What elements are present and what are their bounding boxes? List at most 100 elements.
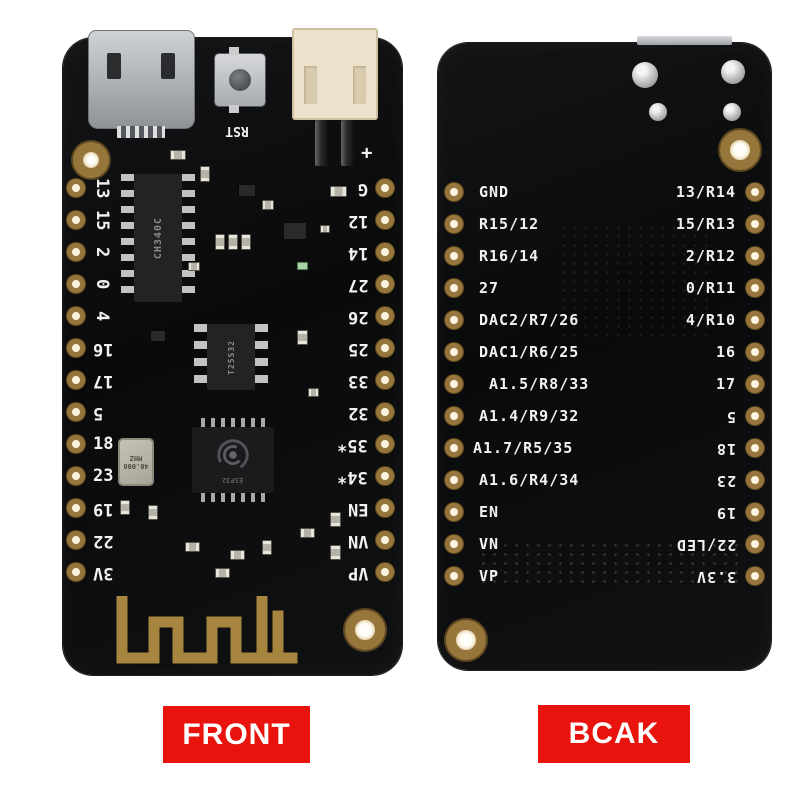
pin-pad-hole <box>746 279 764 297</box>
pin-pad-hole <box>376 467 394 485</box>
pin-label: 16 <box>715 342 736 361</box>
pin-row: R15/12 <box>445 215 589 233</box>
smd-resistor <box>185 542 200 552</box>
pin-row: 25 <box>337 338 394 359</box>
pin-label: 4 <box>92 310 112 322</box>
pin-pad-hole <box>376 531 394 549</box>
pin-row: 17 <box>67 371 113 391</box>
pin-label: 2/R12 <box>685 246 736 265</box>
smd-resistor <box>170 150 186 160</box>
via-dots <box>558 223 708 343</box>
jst-slot <box>353 66 366 104</box>
pin-row: VN <box>337 531 394 551</box>
pin-label: 5 <box>93 402 104 423</box>
pin-row: 26 <box>337 307 394 327</box>
pin-label: 4/R10 <box>685 310 736 329</box>
pin-row: 23 <box>67 467 113 485</box>
pin-row: 17 <box>676 375 764 393</box>
pin-label: 12 <box>347 210 368 231</box>
pin-pad-hole <box>67 531 85 549</box>
pin-row: 0 <box>67 275 113 293</box>
smd-resistor <box>330 186 347 197</box>
pin-label: EN <box>479 502 500 521</box>
pin-row: 15/R13 <box>676 215 764 233</box>
pin-row: 4 <box>67 307 113 325</box>
pin-row: EN <box>337 499 394 519</box>
solder-joint <box>649 103 667 121</box>
smd-resistor <box>230 550 245 560</box>
pin-row: 19 <box>67 498 114 519</box>
chip-marking: ESP32 <box>222 476 244 484</box>
pin-label: 22 <box>93 530 114 551</box>
pin-label: VN <box>479 534 500 553</box>
pin-row: 22/LED <box>675 535 764 554</box>
mounting-hole <box>446 620 486 660</box>
pin-label: 27 <box>347 274 368 295</box>
pin-label: A1.7/R5/35 <box>473 438 574 457</box>
pin-row: VP <box>445 567 589 585</box>
pin-label: 14 <box>347 242 368 263</box>
pin-row: 3V <box>67 563 113 583</box>
micro-usb-connector <box>88 30 195 138</box>
pin-pad-hole <box>376 499 394 517</box>
pin-pad-hole <box>746 311 764 329</box>
pin-pad-hole <box>67 211 85 229</box>
button-leg <box>229 47 239 55</box>
pin-pad-hole <box>376 563 394 581</box>
usb-shield-hole <box>107 53 121 79</box>
pin-row: A1.4/R9/32 <box>445 407 589 425</box>
jst-slot <box>304 66 317 104</box>
pin-row: A1.5/R8/33 <box>445 375 589 393</box>
pin-row: 27 <box>445 279 589 297</box>
pin-label: A1.6/R4/34 <box>479 470 580 489</box>
pin-row: 32 <box>337 403 394 423</box>
pin-row: 0/R11 <box>676 279 764 297</box>
pin-label: VP <box>479 566 500 585</box>
smd-capacitor <box>215 234 225 250</box>
pin-row: 16 <box>67 339 113 359</box>
pin-label: 17 <box>715 374 736 393</box>
button-leg <box>229 105 239 113</box>
pin-pad-hole <box>376 275 394 293</box>
pin-pad-hole <box>376 243 394 261</box>
pin-row: 23 <box>676 471 764 490</box>
pin-label: 13/R14 <box>675 182 736 201</box>
pin-pad-hole <box>746 503 764 521</box>
flash-chip: T25S32 <box>194 324 268 390</box>
chip-pins <box>182 174 195 302</box>
smd-resistor <box>300 528 315 538</box>
smd-capacitor <box>228 234 238 250</box>
esp32-board-front: RST + CH340C T25S32 <box>63 28 402 675</box>
pin-label: 18 <box>715 439 736 458</box>
reset-silk-label: RST <box>225 123 249 138</box>
pin-row: 12 <box>337 210 394 231</box>
smd-transistor <box>150 330 166 342</box>
pin-pad-hole <box>746 407 764 425</box>
pin-pad-hole <box>746 471 764 489</box>
smd-resistor <box>308 388 319 397</box>
pin-label: 19 <box>93 498 114 519</box>
pin-pad-hole <box>445 471 463 489</box>
pin-pad-hole <box>445 535 463 553</box>
pin-row: GND <box>445 183 589 201</box>
solder-joint <box>632 62 658 88</box>
pin-label: 25 <box>347 338 368 359</box>
pin-row: 27 <box>337 274 394 295</box>
pin-pad-hole <box>746 375 764 393</box>
pin-pad-hole <box>445 407 463 425</box>
pin-pad-hole <box>376 435 394 453</box>
pin-row: 19 <box>676 503 764 522</box>
pin-label: 22/LED <box>675 535 736 554</box>
smd-capacitor <box>200 166 210 182</box>
smd-capacitor <box>148 505 158 520</box>
smd-capacitor <box>330 512 341 527</box>
reset-button-cap <box>229 69 251 91</box>
pin-pad-hole <box>445 183 463 201</box>
pin-row: 16 <box>676 343 764 361</box>
pin-pad-hole <box>445 311 463 329</box>
back-caption-text: BCAK <box>568 717 660 750</box>
smd-transistor <box>238 184 256 197</box>
pin-row: 2/R12 <box>676 247 764 265</box>
usb-connector-edge <box>637 36 732 45</box>
chip-marking: CH340C <box>152 216 164 260</box>
